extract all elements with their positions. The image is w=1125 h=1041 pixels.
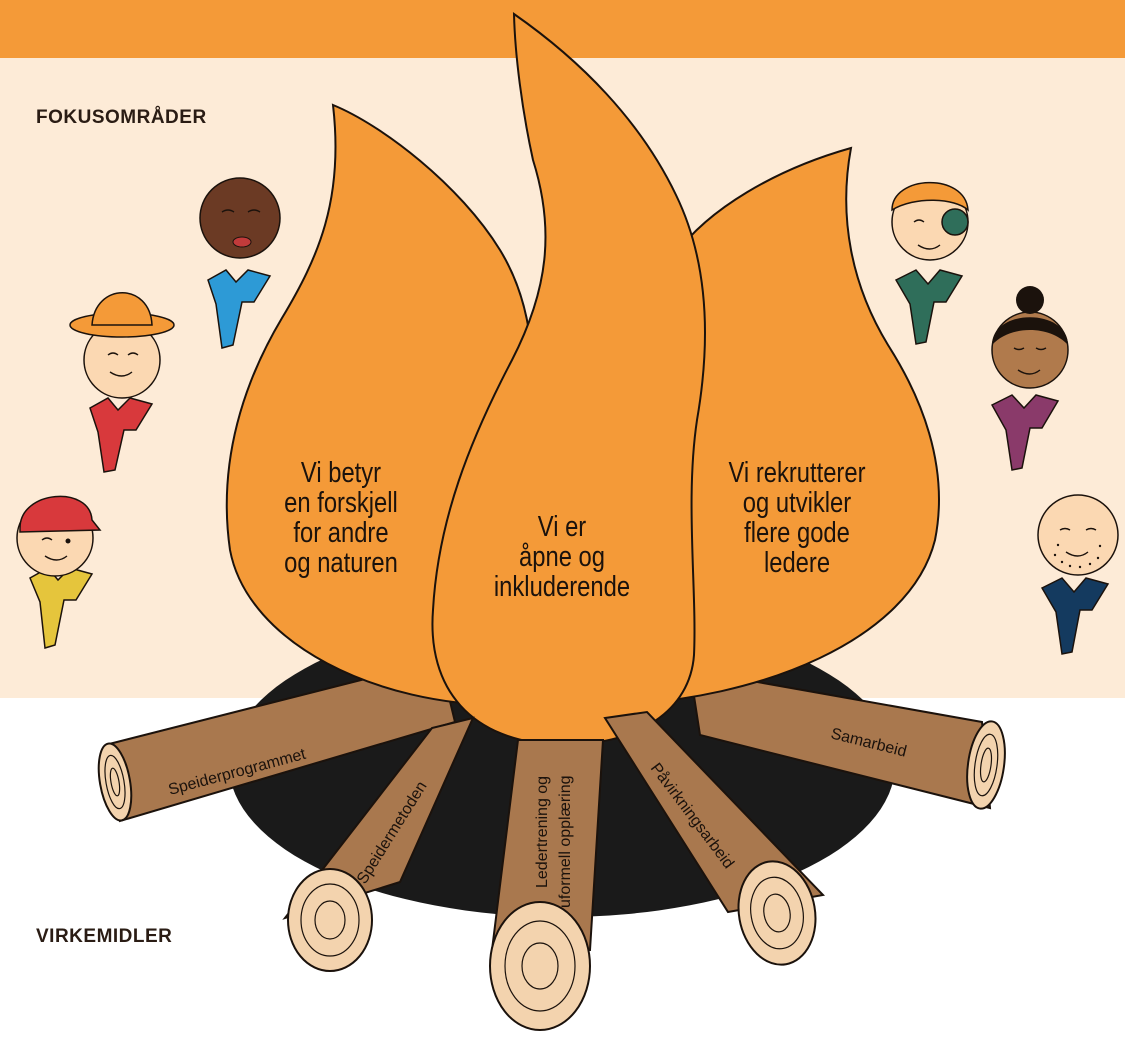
scout-bun-icon: [990, 286, 1069, 471]
flame-text-center: Vi er åpne og inkluderende: [480, 512, 644, 602]
flame-center-line: Vi er: [537, 511, 587, 543]
log-label-ledertrening-1: Ledertrening og: [534, 776, 551, 888]
scout-dark-skin-icon: [199, 177, 281, 349]
flame-right-line: flere gode: [744, 517, 850, 549]
flame-right-line: og utvikler: [742, 487, 852, 519]
flame-center-line: åpne og: [519, 541, 605, 573]
log-end-icon: [97, 742, 133, 822]
scout-red-cap-icon: [16, 495, 102, 649]
log-end-icon: [966, 720, 1006, 810]
flame-text-left: Vi betyr en forskjell for andre og natur…: [263, 458, 419, 578]
flame-left-line: for andre: [293, 517, 389, 549]
top-band: [0, 0, 1125, 58]
focus-areas-label: FOKUSOMRÅDER: [36, 107, 207, 128]
log-samarbeid: Samarbeid: [688, 668, 1006, 810]
flame-left-line: en forskjell: [284, 487, 398, 519]
log-label-ledertrening-2: uformell opplæring: [557, 775, 574, 908]
flame-left-line: og naturen: [284, 547, 398, 579]
flame-center: [431, 12, 707, 747]
flame-center-line: inkluderende: [493, 571, 631, 603]
flame-right-line: ledere: [763, 547, 831, 579]
flame-text-right: Vi rekrutterer og utvikler flere gode le…: [703, 458, 892, 578]
means-label: VIRKEMIDLER: [36, 926, 173, 947]
log-ledertrening: Ledertrening og uformell opplæring: [489, 739, 605, 1031]
scout-eyepatch-icon: [891, 181, 969, 345]
log-end-icon: [737, 860, 817, 966]
flame-left-line: Vi betyr: [300, 457, 382, 489]
scout-hat-icon: [69, 292, 175, 473]
flame-right-line: Vi rekrutterer: [728, 457, 866, 489]
scout-stubble-icon: [1037, 494, 1119, 655]
log-pavirkningsarbeid: Påvirkningsarbeid: [603, 710, 826, 966]
